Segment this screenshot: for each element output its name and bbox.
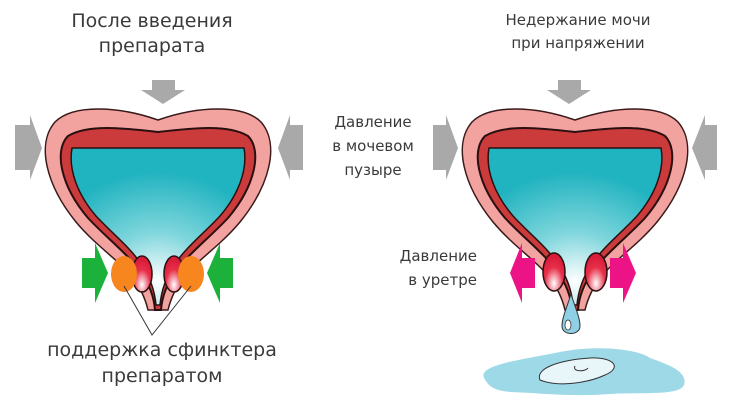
left-top-pressure-arrow bbox=[141, 80, 185, 104]
magenta-arrow-right bbox=[610, 243, 636, 303]
left-title-line1: После введения bbox=[71, 10, 233, 32]
right-side-pressure-arrow-right bbox=[692, 115, 717, 180]
sphincter-support-caption: поддержка сфинктера препаратом bbox=[47, 338, 277, 389]
right-title-line2: при напряжении bbox=[511, 34, 645, 53]
green-arrow-left bbox=[82, 243, 108, 303]
urine-drop bbox=[561, 292, 581, 334]
support-oval-right bbox=[178, 256, 204, 292]
caption-line2: препаратом bbox=[101, 364, 223, 387]
urethra-pressure-label: Давление в уретре bbox=[400, 244, 477, 292]
right-top-pressure-arrow bbox=[547, 80, 591, 104]
magenta-arrow-left bbox=[510, 243, 535, 303]
bladder-pressure-line3: пузыре bbox=[344, 161, 402, 179]
support-oval-left bbox=[111, 256, 137, 292]
green-arrow-right bbox=[207, 243, 233, 303]
left-title-line2: препарата bbox=[98, 34, 206, 57]
right-sphincter-right bbox=[584, 252, 608, 292]
right-bladder bbox=[461, 108, 689, 311]
caption-pointer-lines bbox=[123, 285, 192, 336]
left-bladder bbox=[44, 108, 272, 311]
right-sphincter-left bbox=[542, 252, 566, 292]
bladder-pressure-label: Давление в мочевом пузыре bbox=[332, 110, 414, 182]
left-side-pressure-arrow-right bbox=[278, 115, 303, 180]
urethra-pressure-line1: Давление bbox=[399, 247, 477, 265]
right-title-line1: Недержание мочи bbox=[505, 11, 651, 29]
bladder-pressure-line1: Давление bbox=[334, 113, 412, 131]
left-title: После введения препарата bbox=[71, 9, 232, 58]
urine-puddle bbox=[483, 348, 685, 396]
left-side-pressure-arrow-left bbox=[15, 115, 42, 180]
right-side-pressure-arrow-left bbox=[433, 115, 458, 180]
bladder-pressure-line2: в мочевом bbox=[332, 137, 414, 155]
caption-line1: поддержка сфинктера bbox=[47, 339, 277, 361]
urethra-pressure-line2: в уретре bbox=[408, 271, 477, 289]
right-title: Недержание мочи при напряжении bbox=[506, 9, 651, 56]
